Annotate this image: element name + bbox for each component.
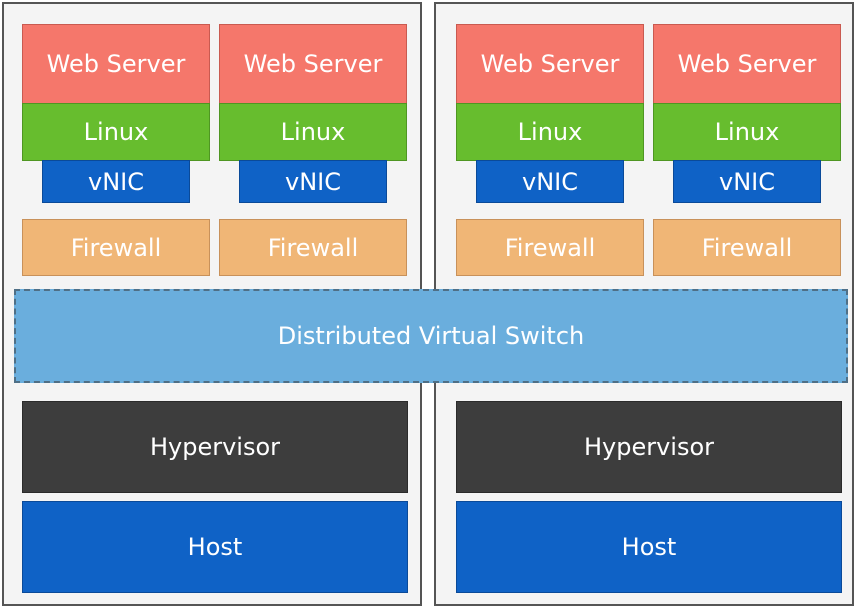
linux-box: Linux <box>456 103 644 161</box>
vnic-box: vNIC <box>239 160 387 203</box>
web-server-box: Web Server <box>22 24 210 104</box>
linux-box: Linux <box>653 103 841 161</box>
vnic-box: vNIC <box>673 160 821 203</box>
firewall-box: Firewall <box>219 219 407 276</box>
hypervisor-box: Hypervisor <box>456 401 842 493</box>
web-server-box: Web Server <box>456 24 644 104</box>
host-box: Host <box>22 501 408 593</box>
firewall-box: Firewall <box>22 219 210 276</box>
vnic-box: vNIC <box>42 160 190 203</box>
vnic-box: vNIC <box>476 160 624 203</box>
hypervisor-box: Hypervisor <box>22 401 408 493</box>
linux-box: Linux <box>219 103 407 161</box>
web-server-box: Web Server <box>219 24 407 104</box>
firewall-box: Firewall <box>456 219 644 276</box>
host-box: Host <box>456 501 842 593</box>
distributed-virtual-switch: Distributed Virtual Switch <box>14 289 848 383</box>
linux-box: Linux <box>22 103 210 161</box>
web-server-box: Web Server <box>653 24 841 104</box>
firewall-box: Firewall <box>653 219 841 276</box>
